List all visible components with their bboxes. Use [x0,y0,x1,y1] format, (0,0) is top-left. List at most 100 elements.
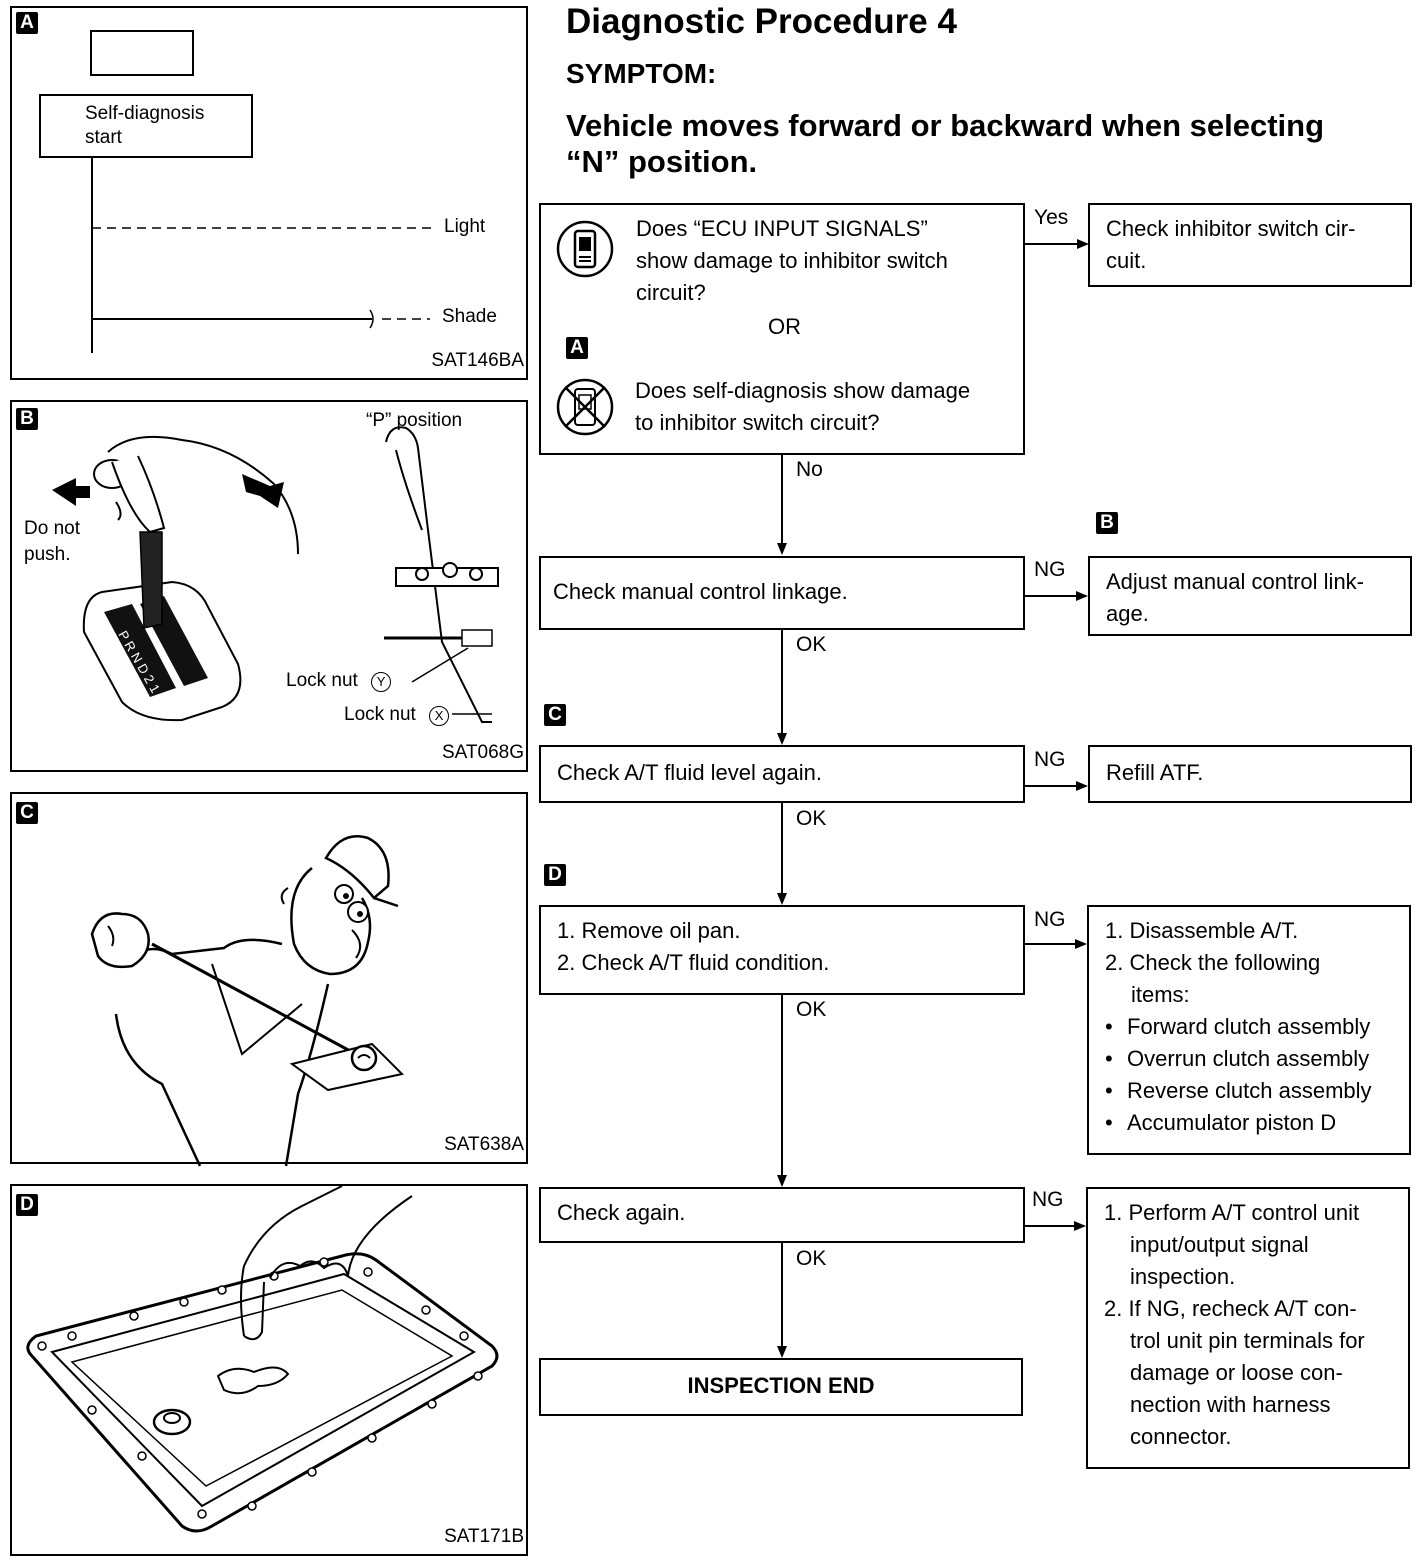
question-2-line-1: Does self-diagnosis show damage [635,378,971,403]
step-3-ng-result-box: Refill ATF. [1088,745,1412,803]
list-item: •Forward clutch assembly [1105,1014,1371,1039]
step-2-ng-result-box: Adjust manual control link- age. [1088,556,1412,636]
panel-a-self-diagnosis-timing: A Self-diagnosis start Light Shade SAT14… [10,6,528,380]
self-diagnosis-start-label: Self-diagnosis start [85,103,205,148]
panel-d-badge: D [16,1194,38,1216]
step-5-text: Check again. [557,1200,686,1225]
lock-nut-x-symbol: X [429,706,450,726]
step-4-ng-bullet-list: •Forward clutch assembly •Overrun clutch… [1105,1011,1409,1139]
step-5-ng-line-2: input/output signal [1130,1232,1309,1257]
step-4-ng-line-3: items: [1131,982,1190,1007]
step-3-box: Check A/T fluid level again. [539,745,1025,803]
step-4-ng-line-1: 1. Disassemble A/T. [1105,918,1299,943]
symptom-text: Vehicle moves forward or backward when s… [566,108,1324,180]
step-2-text: Check manual control linkage. [553,579,848,604]
consult-tester-icon [556,220,614,278]
yes-result-box: Check inhibitor switch cir- cuit. [1088,203,1412,287]
step-4-ng-result-box: 1. Disassemble A/T. 2. Check the followi… [1087,905,1411,1155]
step-5-ng-result-box: 1. Perform A/T control unit input/output… [1086,1187,1410,1469]
step-2-ng-result-line-2: age. [1106,601,1149,626]
panel-b-badge: B [16,408,38,430]
step-5-ng-line-8: connector. [1130,1424,1232,1449]
yes-result-line-2: cuit. [1106,248,1147,273]
panel-a-badge: A [16,12,38,34]
panel-c-fluid-level-check: C SAT638A [10,792,528,1167]
question-2-text: Does self-diagnosis show damage to inhib… [635,375,970,439]
step-5-ng-line-3: inspection. [1130,1264,1236,1289]
step-2-ng-result-line-1: Adjust manual control link- [1106,569,1365,594]
p-position-label: “P” position [366,410,463,431]
panel-c-code: SAT638A [444,1134,524,1155]
light-label: Light [444,216,486,237]
panel-d-oil-pan: D SAT171B [10,1184,528,1556]
step-2-box: Check manual control linkage. [539,556,1025,630]
step-5-ng-line-4: 2. If NG, recheck A/T con- [1104,1296,1357,1321]
question-1-line-1: Does “ECU INPUT SIGNALS” [636,216,928,241]
symptom-label: SYMPTOM: [566,58,717,89]
question-1-line-2: show damage to inhibitor switch [636,248,948,273]
panel-b-code: SAT068G [441,742,524,763]
selector-lever-hand-icon: P R N D 2 1 [52,426,499,723]
step-5-ng-line-5: trol unit pin terminals for [1130,1328,1365,1353]
step-5-box: Check again. [539,1187,1025,1243]
step-5-ng-line-6: damage or loose con- [1130,1360,1343,1385]
step-4-ng-line-2: 2. Check the following [1105,950,1321,975]
step-5-ng-line-7: nection with harness [1130,1392,1331,1417]
step-4-box: 1. Remove oil pan. 2. Check A/T fluid co… [539,905,1025,995]
lock-nut-y-text: Lock nut [286,670,358,691]
question-1-text: Does “ECU INPUT SIGNALS” show damage to … [636,213,948,309]
list-item-text: Forward clutch assembly [1127,1014,1371,1039]
do-not-push-label: Do not push. [24,518,80,565]
list-item: •Accumulator piston D [1105,1110,1337,1135]
inspection-end-box: INSPECTION END [539,1358,1023,1416]
panel-c-badge: C [16,802,38,824]
panel-b-selector-lever: B P R N D 2 1 “P” position Do not push. … [10,400,528,772]
list-item: •Reverse clutch assembly [1105,1078,1372,1103]
step-2-ok-label: OK [796,633,827,656]
step-4-line-2: 2. Check A/T fluid condition. [557,950,830,975]
oil-pan-icon [26,1185,499,1533]
lock-nut-y-symbol: Y [371,672,392,692]
no-tester-icon [556,378,614,436]
panel-d-code: SAT171B [444,1526,524,1547]
step-4-line-1: 1. Remove oil pan. [557,918,741,943]
question-2-line-2: to inhibitor switch circuit? [635,410,880,435]
list-item: •Overrun clutch assembly [1105,1046,1370,1071]
question-2-badge: A [566,337,588,359]
step-3-text: Check A/T fluid level again. [557,760,822,785]
symptom-line-1: Vehicle moves forward or backward when s… [566,108,1325,143]
symptom-line-2: “N” position. [566,144,758,179]
step-4-ng-label: NG [1034,908,1066,931]
panel-a-code: SAT146BA [431,350,524,371]
no-label: No [796,458,823,481]
step-3-badge: C [544,704,566,726]
or-label: OR [766,311,803,343]
step-4-ok-label: OK [796,998,827,1021]
yes-label: Yes [1034,206,1069,229]
step-3-ok-label: OK [796,807,827,830]
timing-lines [91,158,432,353]
list-item-text: Accumulator piston D [1127,1110,1337,1135]
step-4-badge: D [544,864,566,886]
step-2-badge: B [1096,512,1118,534]
page-title: Diagnostic Procedure 4 [566,2,957,41]
lock-nut-x-label: Lock nut X [344,704,450,726]
inspection-end-text: INSPECTION END [687,1373,875,1398]
shade-label: Shade [442,306,497,327]
self-diagnosis-start-box: Self-diagnosis start [39,94,253,158]
step-3-ng-result-text: Refill ATF. [1106,760,1204,785]
question-box: Does “ECU INPUT SIGNALS” show damage to … [539,203,1025,455]
list-item-text: Reverse clutch assembly [1127,1078,1372,1103]
lock-nut-x-text: Lock nut [344,704,416,725]
step-5-ng-label: NG [1032,1188,1064,1211]
blank-display-box [90,30,194,76]
step-2-ng-label: NG [1034,558,1066,581]
list-item-text: Overrun clutch assembly [1127,1046,1370,1071]
step-5-ng-line-1: 1. Perform A/T control unit [1104,1200,1360,1225]
question-1-line-3: circuit? [636,280,706,305]
lock-nut-y-label: Lock nut Y [286,670,392,692]
step-3-ng-label: NG [1034,748,1066,771]
mechanic-checking-dipstick-icon [90,835,405,1167]
yes-result-line-1: Check inhibitor switch cir- [1106,216,1356,241]
step-5-ok-label: OK [796,1247,827,1270]
